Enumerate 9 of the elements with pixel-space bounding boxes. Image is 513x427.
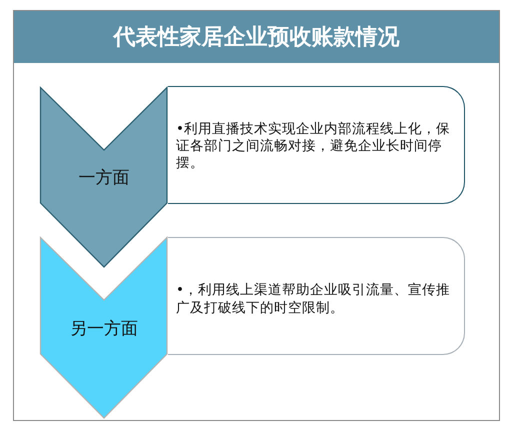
- bullet-text: •利用直播技术实现企业内部流程线上化，保证各部门之间流畅对接，避免企业长时间停摆。: [176, 121, 451, 172]
- bullet-text: •，利用线上渠道帮助企业吸引流量、宣传推广及打破线下的时空限制。: [176, 281, 451, 317]
- chevron-label: 另一方面: [70, 318, 138, 340]
- title-banner: 代表性家居企业预收账款情况: [14, 11, 499, 63]
- chevron-label: 一方面: [78, 167, 130, 189]
- chevron-shape: [40, 237, 168, 419]
- chevron-shape: [40, 87, 168, 268]
- rounded-text-box: [168, 86, 465, 204]
- rounded-text-box: [168, 237, 465, 355]
